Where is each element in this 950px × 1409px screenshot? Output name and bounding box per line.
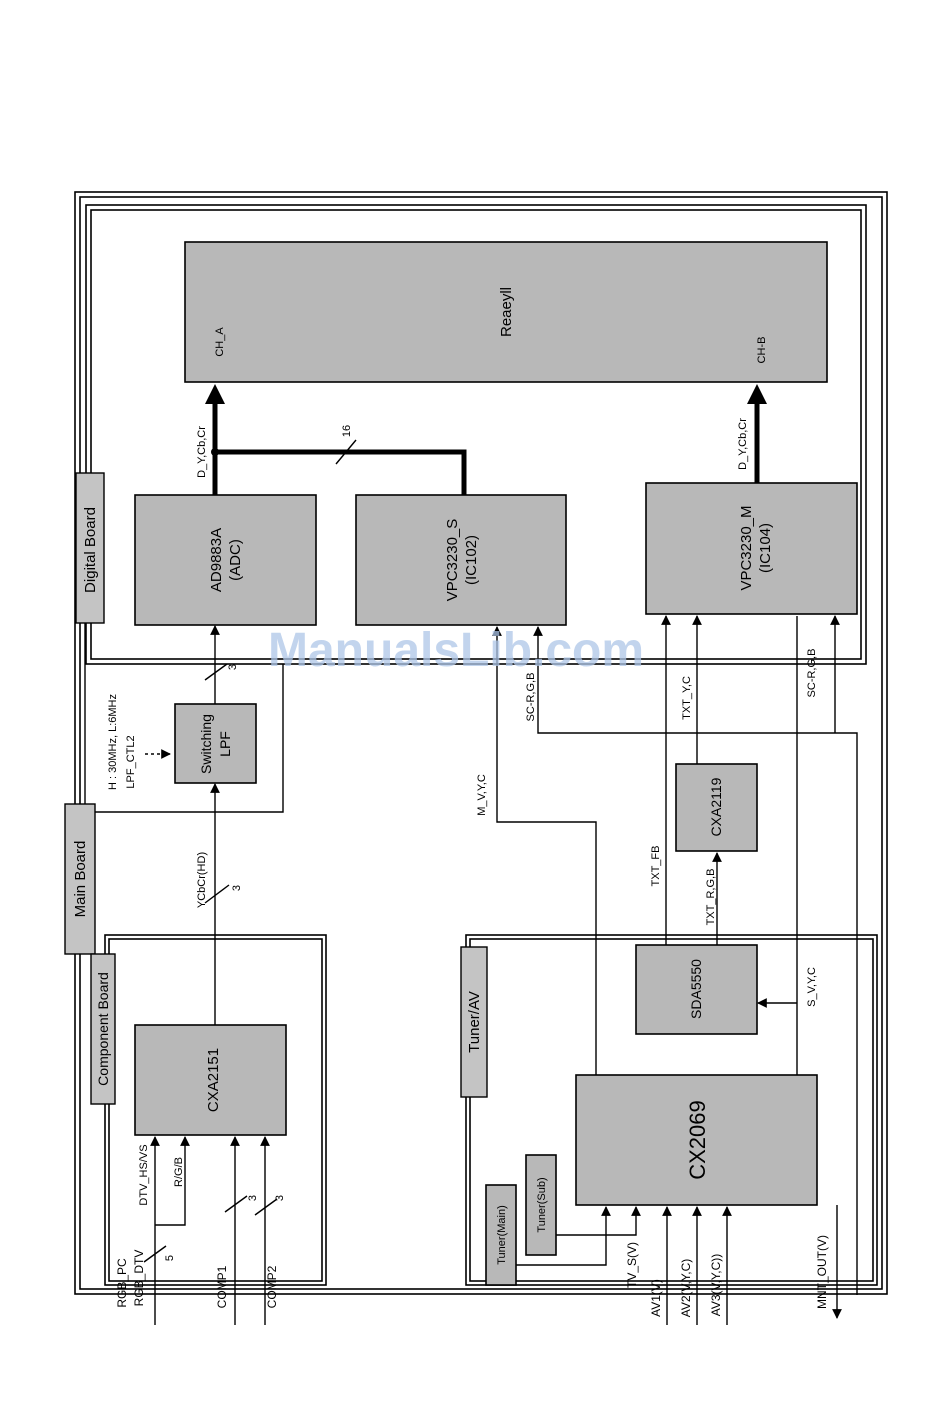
- m-vyc-label: M_V,Y,C: [476, 774, 488, 816]
- ad9883a-label: AD9883A: [208, 528, 225, 592]
- vpc3230-m-label: VPC3230_M: [738, 505, 755, 590]
- main-board-label: Main Board: [64, 803, 96, 955]
- digital-bus-b: [747, 384, 767, 483]
- sda5550-block: SDA5550: [635, 944, 758, 1035]
- tuner-main-label: Tuner(Main): [496, 1205, 508, 1265]
- d-ycbcr-a-label: D_Y,Cb,Cr: [196, 426, 208, 478]
- lpf-to-adc-slash: [204, 663, 228, 681]
- ycbcr-hd-label: YCbCr(HD): [196, 852, 208, 908]
- rgb-dtv-label: RGB_DTV: [132, 1250, 146, 1307]
- main-board-feed-line: [95, 664, 284, 813]
- ch-a-label: CH_A: [214, 327, 226, 357]
- bus16-label: 16: [341, 425, 353, 437]
- rgb-in-slash: [143, 1245, 167, 1263]
- sc-rgb-label-1: SC-R,G,B: [525, 673, 537, 722]
- dtv-hsvs-label: DTV_HS/VS: [138, 1144, 150, 1205]
- digital-board-label-text: Digital Board: [82, 507, 99, 593]
- comp1-slash: [224, 1195, 248, 1213]
- comp1-3-label: 3: [247, 1195, 259, 1201]
- switching-lpf-label: Switching: [198, 714, 214, 774]
- comp1-input-label: COMP1: [215, 1265, 229, 1308]
- switching-lpf-sublabel: LPF: [217, 731, 233, 757]
- cxa2119-label: CXA2119: [708, 777, 724, 836]
- lpf-ctl-label: LPF_CTL2: [125, 735, 137, 788]
- m-vyc-line: [492, 626, 597, 1075]
- tuner-av-frame-inner: [469, 938, 874, 1282]
- watermark: ManualsLib.com: [268, 624, 644, 677]
- rgb-pc-label: RGB_PC: [115, 1258, 129, 1308]
- ch-b-label: CH-B: [756, 337, 768, 364]
- txt-rgb-label: TXT_R,G,B: [705, 869, 717, 926]
- comp2-input-label: COMP2: [265, 1265, 279, 1308]
- rgb-dtv-line: [155, 1136, 190, 1226]
- cx2069-label: CX2069: [685, 1100, 710, 1180]
- cx2069-block: CX2069: [575, 1074, 818, 1206]
- in-5-label: 5: [164, 1255, 176, 1261]
- hd-bus-slash: [204, 884, 230, 904]
- reaeyll-block: Reaeyll CH_A CH-B: [184, 241, 828, 383]
- cxa2151-block: CXA2151: [134, 1024, 287, 1136]
- main-board-label-text: Main Board: [72, 841, 89, 918]
- vpc3230-m-sublabel: (IC104): [757, 523, 774, 573]
- vpc3230-s-block: VPC3230_S (IC102): [355, 494, 567, 626]
- ad9883a-block: AD9883A (ADC): [134, 494, 317, 626]
- sc-rgb-label-2: SC-R,G,B: [806, 649, 818, 698]
- comp2-3-label: 3: [274, 1195, 286, 1201]
- tuner-sub-out-line: [556, 1206, 641, 1236]
- sda5550-label: SDA5550: [688, 959, 704, 1019]
- d-ycbcr-b-label: D_Y,Cb,Cr: [737, 418, 749, 470]
- tuner-av-label-text: Tuner/AV: [466, 991, 483, 1053]
- rgb-bus-label: R/G/B: [173, 1157, 185, 1187]
- vpc3230-s-label: VPC3230_S: [444, 519, 461, 602]
- av3-label: AV3(V,Y,C)): [709, 1254, 723, 1316]
- txt-yc-label: TXT_Y,C: [681, 676, 693, 720]
- digital-board-frame: [85, 204, 867, 665]
- hd-3-label: 3: [231, 885, 243, 891]
- digital-board-frame-inner: [90, 209, 862, 660]
- component-board-label-text: Component Board: [95, 972, 111, 1086]
- outer-frame-inner: [79, 196, 883, 1290]
- tuner-main-block: Tuner(Main): [485, 1184, 517, 1286]
- digital-board-label: Digital Board: [75, 472, 105, 624]
- component-board-label: Component Board: [90, 953, 116, 1105]
- reaeyll-label: Reaeyll: [498, 287, 515, 337]
- outer-frame: [74, 191, 888, 1295]
- comp2-slash: [254, 1198, 278, 1216]
- tuner-av-label: Tuner/AV: [460, 946, 488, 1098]
- tuner-sub-label: Tuner(Sub): [536, 1177, 548, 1232]
- lpf-freq-label: H : 30MHz, L:6MHz: [107, 694, 119, 790]
- tuner-main-out-line: [516, 1206, 611, 1266]
- adc-in-3-label: 3: [227, 664, 239, 670]
- cxa2151-label: CXA2151: [205, 1048, 222, 1112]
- ad9883a-sublabel: (ADC): [227, 539, 244, 581]
- s-vyc-label: S_V,Y,C: [806, 967, 818, 1007]
- mnt-out-label: MNT_OUT(V): [815, 1235, 829, 1309]
- tv-s-label: TV_S(V): [625, 1242, 639, 1288]
- switching-lpf-block: Switching LPF: [174, 703, 257, 784]
- vpc3230-m-block: VPC3230_M (IC104): [645, 482, 858, 615]
- av1-label: AV1(V): [649, 1279, 663, 1317]
- tuner-av-frame: [465, 934, 878, 1286]
- txt-fb-label: TXT_FB: [650, 846, 662, 887]
- vpc3230-s-sublabel: (IC102): [463, 535, 480, 585]
- tuner-sub-block: Tuner(Sub): [525, 1154, 557, 1256]
- digital-bus-a: [205, 384, 467, 495]
- cxa2119-block: CXA2119: [675, 763, 758, 852]
- av2-label: AV2(V,Y,C): [679, 1259, 693, 1317]
